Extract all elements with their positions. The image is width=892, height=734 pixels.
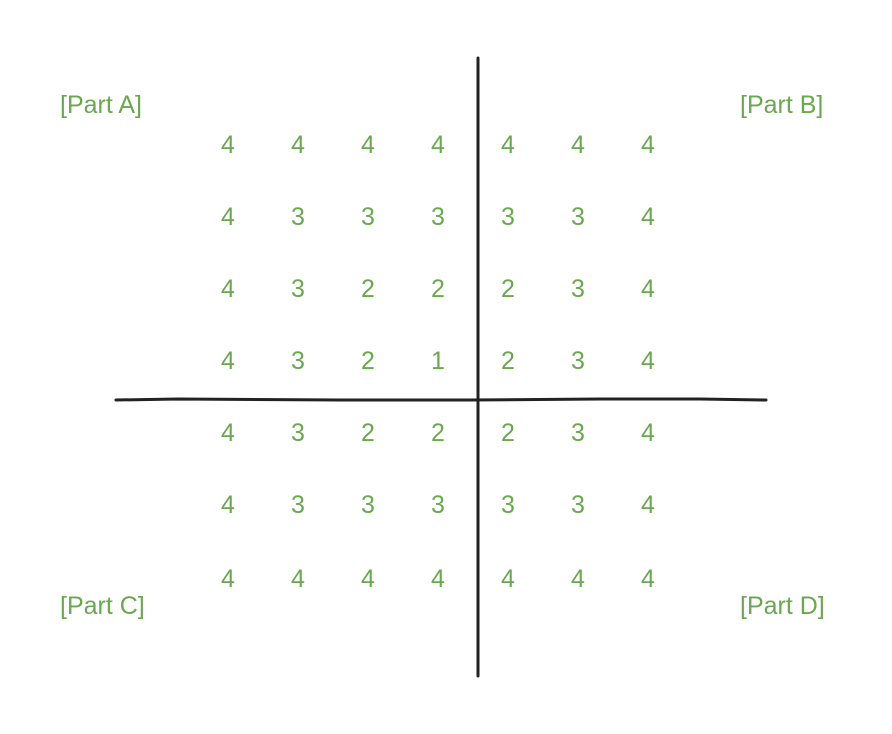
grid-cell: 2 [431, 419, 445, 447]
grid-cell: 4 [641, 347, 655, 375]
grid-cell: 2 [501, 347, 515, 375]
grid-cell: 4 [641, 419, 655, 447]
grid-cell: 4 [291, 565, 305, 593]
grid-cell: 4 [221, 565, 235, 593]
grid-cell: 4 [221, 491, 235, 519]
grid-cell: 3 [501, 491, 515, 519]
horizontal-axis-line [114, 397, 768, 402]
grid-cell: 1 [431, 347, 445, 375]
grid-cell: 3 [291, 419, 305, 447]
grid-cell: 4 [361, 131, 375, 159]
grid-cell: 2 [501, 275, 515, 303]
grid-cell: 3 [571, 347, 585, 375]
part-c-label: [Part C] [60, 592, 145, 620]
grid-cell: 3 [501, 203, 515, 231]
grid-cell: 2 [501, 419, 515, 447]
grid-cell: 3 [291, 491, 305, 519]
grid-cell: 4 [221, 131, 235, 159]
grid-cell: 2 [361, 419, 375, 447]
part-d-label: [Part D] [740, 592, 825, 620]
grid-cell: 4 [641, 565, 655, 593]
grid-cell: 4 [431, 131, 445, 159]
grid-cell: 3 [571, 203, 585, 231]
grid-cell: 2 [361, 275, 375, 303]
grid-cell: 3 [291, 203, 305, 231]
grid-cell: 3 [571, 491, 585, 519]
grid-cell: 4 [221, 419, 235, 447]
grid-cell: 4 [431, 565, 445, 593]
grid-cell: 2 [361, 347, 375, 375]
grid-cell: 3 [431, 203, 445, 231]
grid-cell: 4 [221, 275, 235, 303]
grid-cell: 4 [571, 565, 585, 593]
grid-cell: 4 [221, 347, 235, 375]
grid-cell: 2 [431, 275, 445, 303]
grid-cell: 3 [361, 203, 375, 231]
grid-cell: 4 [291, 131, 305, 159]
grid-cell: 4 [361, 565, 375, 593]
grid-cell: 3 [361, 491, 375, 519]
grid-cell: 4 [221, 203, 235, 231]
grid-cell: 3 [291, 347, 305, 375]
grid-cell: 3 [571, 275, 585, 303]
grid-cell: 3 [291, 275, 305, 303]
grid-cell: 4 [641, 203, 655, 231]
part-a-label: [Part A] [60, 91, 142, 119]
grid-cell: 3 [431, 491, 445, 519]
grid-cell: 3 [571, 419, 585, 447]
grid-cell: 4 [501, 131, 515, 159]
grid-cell: 4 [641, 275, 655, 303]
grid-cell: 4 [501, 565, 515, 593]
grid-cell: 4 [571, 131, 585, 159]
grid-cell: 4 [641, 491, 655, 519]
grid-cell: 4 [641, 131, 655, 159]
part-b-label: [Part B] [740, 91, 824, 119]
